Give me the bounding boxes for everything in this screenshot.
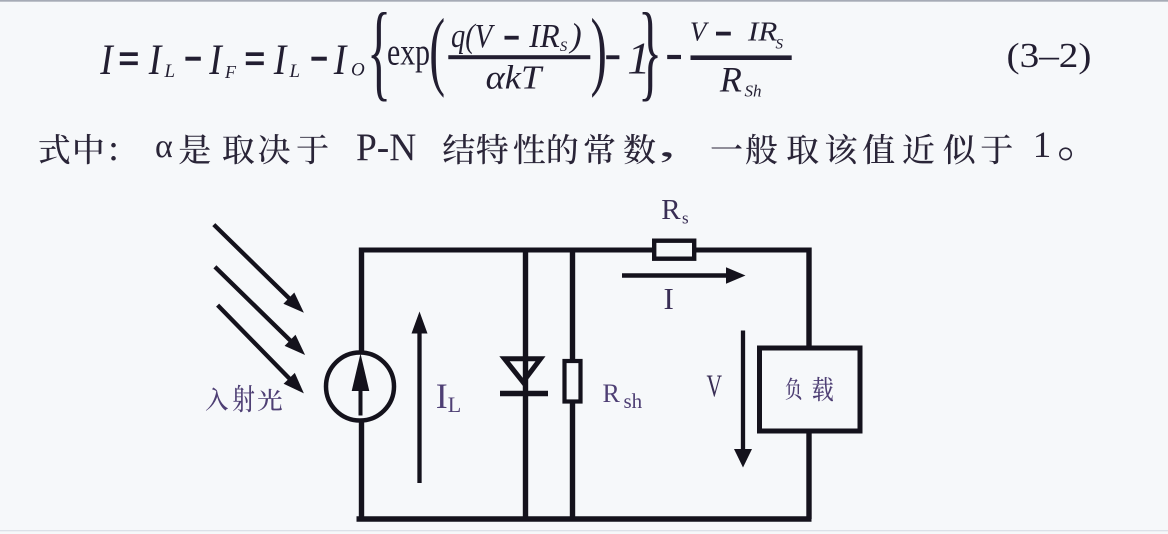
svg-text:I: I <box>99 37 114 84</box>
svg-text:(3–2): (3–2) <box>1007 36 1092 75</box>
svg-text:R: R <box>603 379 621 408</box>
svg-text:IR: IR <box>528 18 560 55</box>
svg-text:V: V <box>690 17 710 47</box>
svg-text:sh: sh <box>624 389 643 413</box>
svg-text:L: L <box>448 392 461 417</box>
svg-text:1: 1 <box>627 32 650 83</box>
svg-text:}: } <box>638 0 662 111</box>
svg-text:P-N: P-N <box>356 126 416 169</box>
svg-text:R: R <box>719 60 742 100</box>
svg-text:1: 1 <box>1033 125 1052 166</box>
svg-text:V: V <box>707 367 723 403</box>
svg-text:I: I <box>273 37 288 84</box>
svg-text:): ) <box>591 1 607 98</box>
svg-text:exp: exp <box>387 31 430 73</box>
svg-text:αkT: αkT <box>486 60 544 97</box>
svg-text:I: I <box>208 37 223 84</box>
svg-text:IR: IR <box>747 17 778 47</box>
svg-text:s: s <box>682 209 689 228</box>
svg-text:S: S <box>560 39 568 55</box>
svg-text:S: S <box>776 36 784 52</box>
svg-text:q(V: q(V <box>451 18 496 55</box>
svg-text:F: F <box>224 62 237 82</box>
svg-text:I: I <box>664 281 674 316</box>
svg-text:{: { <box>367 0 391 111</box>
svg-text:I: I <box>148 37 163 84</box>
svg-text:I: I <box>436 376 448 416</box>
svg-text:L: L <box>289 61 301 82</box>
svg-text:α: α <box>155 128 173 165</box>
svg-text:R: R <box>661 194 681 226</box>
svg-text:O: O <box>351 60 365 81</box>
svg-text:Sh: Sh <box>745 82 762 101</box>
svg-text:(: ( <box>429 2 445 99</box>
svg-text:L: L <box>164 61 176 82</box>
svg-text:I: I <box>333 37 348 84</box>
svg-text:): ) <box>568 18 581 55</box>
